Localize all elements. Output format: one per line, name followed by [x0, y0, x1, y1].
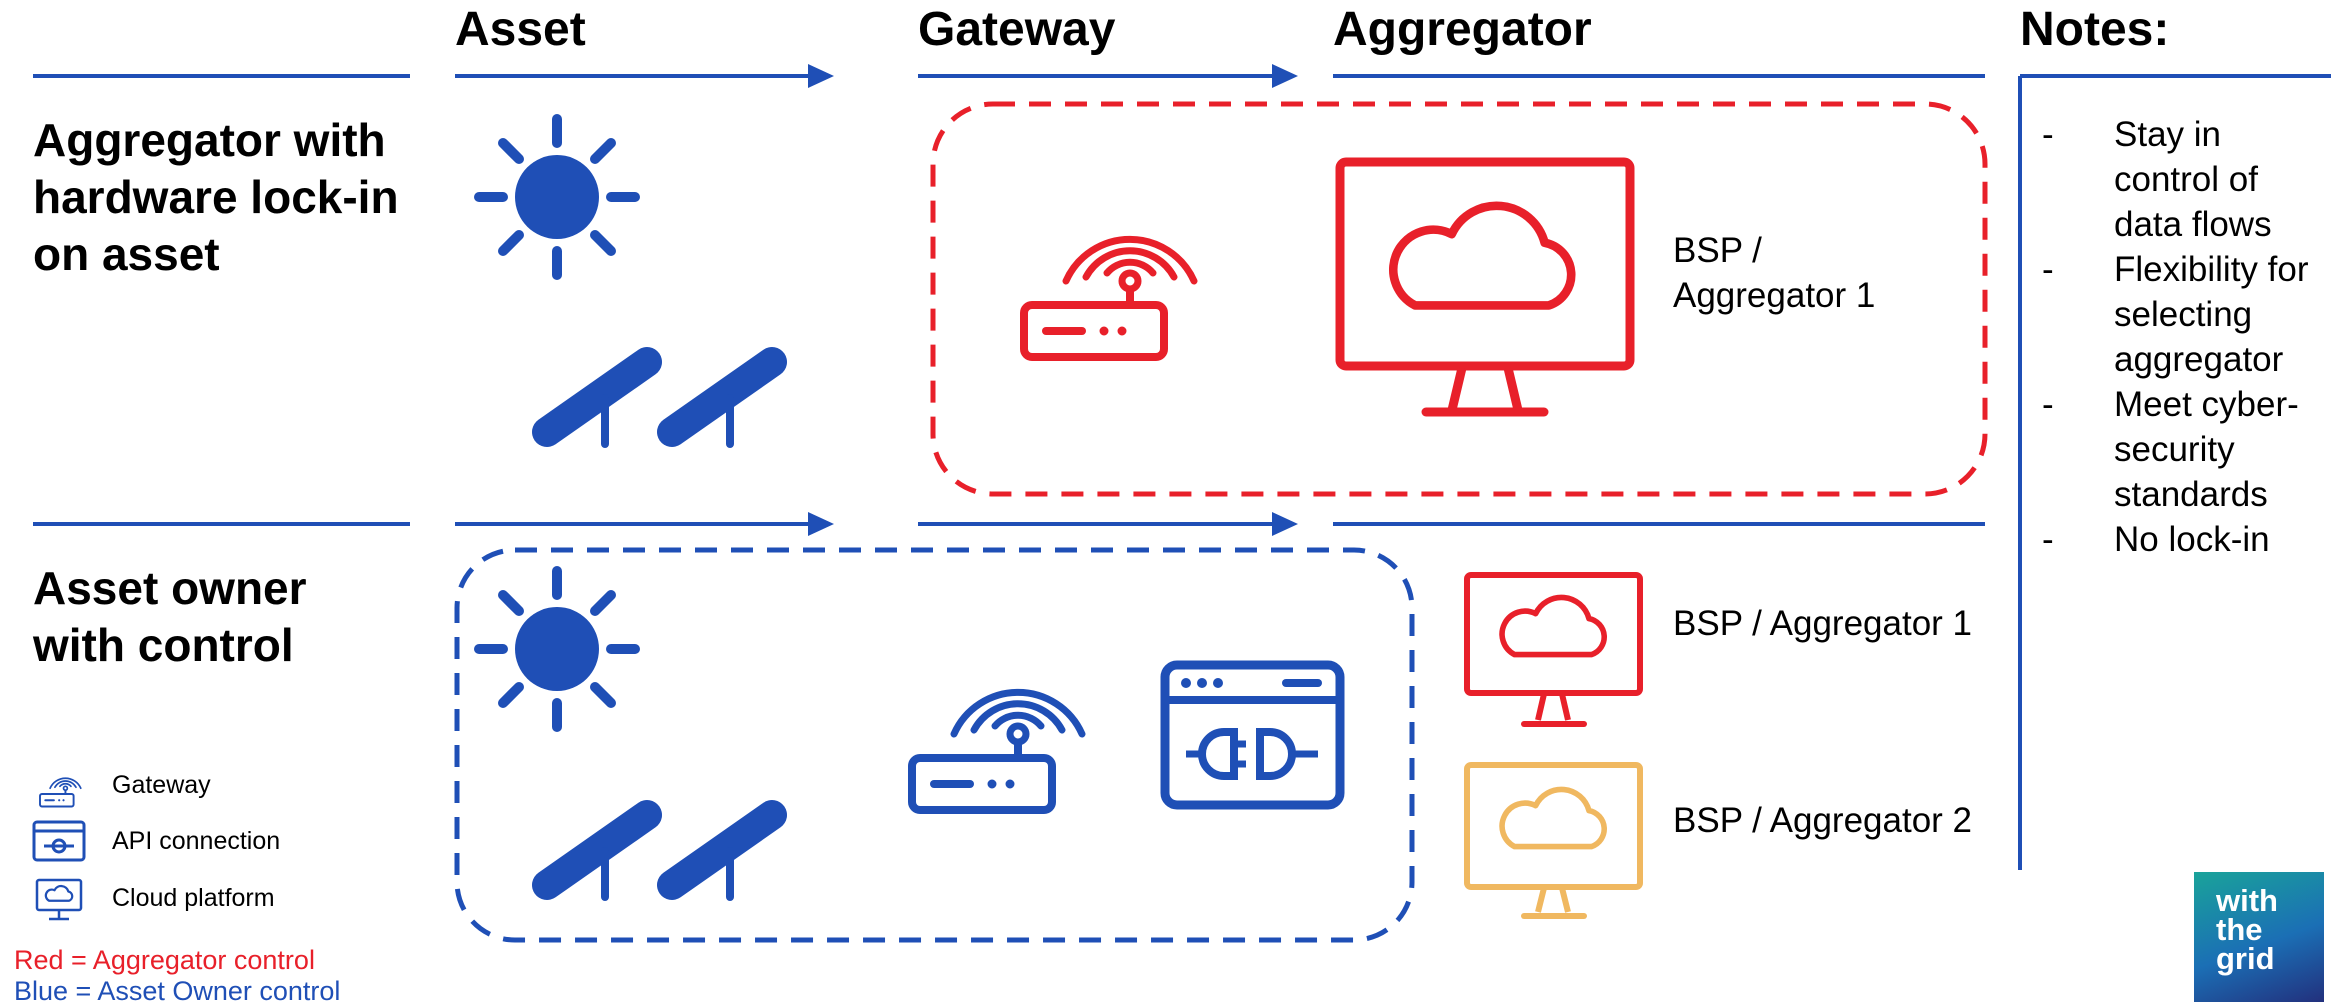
- solar-panel-icon: [672, 815, 772, 897]
- api-connection-icon: [32, 820, 86, 862]
- logo-text: grid: [2216, 941, 2275, 976]
- with-the-grid-logo: with the grid: [2194, 872, 2324, 1002]
- header-gateway: Gateway: [918, 3, 1116, 56]
- legend-gateway-label: Gateway: [112, 771, 211, 799]
- gateway-icon: [1024, 239, 1194, 357]
- arrow-head: [1272, 64, 1298, 88]
- bsp-aggregator-label: BSP / Aggregator 1: [1673, 231, 1876, 315]
- note-item: Flexibility for selecting aggregator: [2036, 247, 2326, 382]
- header-aggregator: Aggregator: [1333, 3, 1592, 56]
- aggregator-control-boundary: [930, 101, 1988, 497]
- asset-owner-control-boundary: [454, 547, 1415, 943]
- api-connection-icon: [1160, 660, 1345, 810]
- legend-cloud-label: Cloud platform: [112, 884, 275, 912]
- note-item: Meet cyber-security standards: [2036, 382, 2326, 517]
- gateway-icon: [912, 692, 1082, 810]
- arrow-head: [808, 64, 834, 88]
- cloud-platform-icon: [35, 878, 83, 921]
- arrow-head: [1272, 512, 1298, 536]
- bsp-aggregator-label: BSP / Aggregator 2: [1673, 801, 1973, 840]
- legend-red-text: Red = Aggregator control: [14, 945, 315, 975]
- logo-text: with: [2216, 883, 2278, 918]
- header-notes: Notes:: [2020, 3, 2170, 56]
- solar-panel-icon: [672, 362, 772, 444]
- cloud-platform-icon: [1464, 762, 1643, 919]
- gateway-icon: [39, 777, 82, 808]
- cloud-platform-icon: [1335, 157, 1635, 417]
- solar-panel-icon: [547, 362, 647, 444]
- arrow-head: [808, 512, 834, 536]
- bsp-aggregator-label: BSP / Aggregator 1: [1673, 604, 1973, 643]
- sun-icon: [479, 571, 635, 727]
- legend-api-label: API connection: [112, 827, 281, 855]
- solar-panel-icon: [547, 815, 647, 897]
- notes-list: Stay in control of data flows Flexibilit…: [2036, 112, 2326, 562]
- row-1-title: Aggregator with hardware lock-in on asse…: [33, 114, 399, 280]
- note-item: No lock-in: [2036, 517, 2326, 562]
- legend-blue-text: Blue = Asset Owner control: [14, 976, 341, 1006]
- cloud-platform-icon: [1464, 572, 1643, 727]
- header-asset: Asset: [455, 3, 586, 56]
- row-2-title: Asset owner with control: [33, 562, 307, 671]
- note-item: Stay in control of data flows: [2036, 112, 2326, 247]
- sun-icon: [479, 119, 635, 275]
- logo-text: the: [2216, 912, 2263, 947]
